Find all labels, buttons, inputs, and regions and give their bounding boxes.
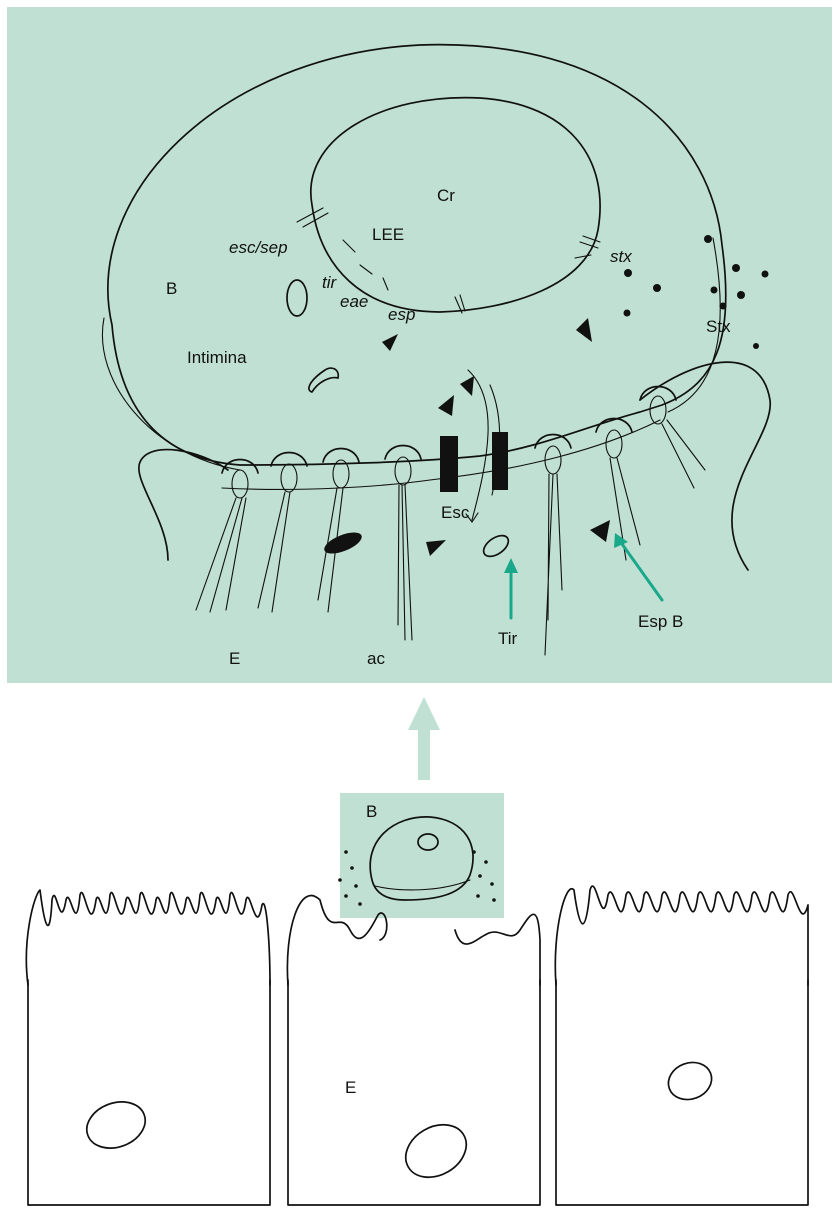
label-esc-sep: esc/sep (229, 238, 288, 257)
zoom-panel-background (7, 7, 832, 683)
overview-label-e: E (345, 1078, 356, 1097)
zoom-up-arrow (408, 697, 440, 780)
label-esp-b: Esp B (638, 612, 683, 631)
label-ac: ac (367, 649, 385, 668)
label-e-zoom: E (229, 649, 240, 668)
overview-label-b: B (366, 802, 377, 821)
label-tir-protein: Tir (498, 629, 518, 648)
secretion-system-left (440, 436, 458, 492)
label-cr: Cr (437, 186, 455, 205)
label-b: B (166, 279, 177, 298)
label-stx-gene: stx (610, 247, 632, 266)
label-eae: eae (340, 292, 368, 311)
label-intimina: Intimina (187, 348, 247, 367)
label-tir-gene: tir (322, 273, 338, 292)
label-esc: Esc (441, 503, 470, 522)
label-stx-toxin: Stx (706, 317, 731, 336)
label-esp: esp (388, 305, 415, 324)
label-lee: LEE (372, 225, 404, 244)
epithelial-cells (26, 886, 808, 1205)
